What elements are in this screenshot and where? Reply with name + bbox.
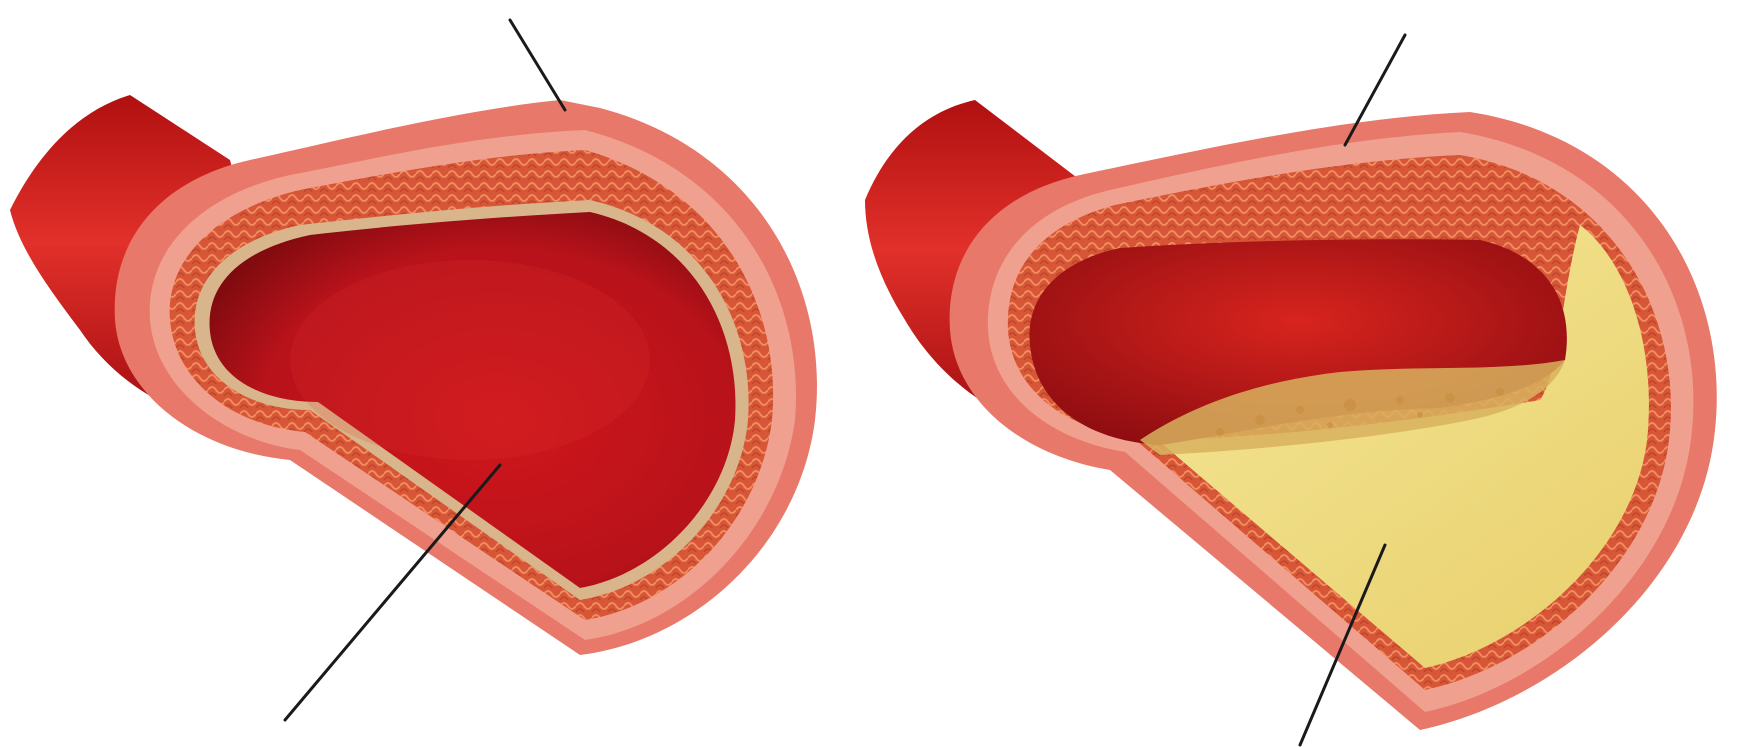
wall-pointer-left [510,20,565,110]
healthy-artery [10,95,817,655]
lumen-highlight-left [290,260,650,460]
narrowed-artery [865,100,1717,730]
